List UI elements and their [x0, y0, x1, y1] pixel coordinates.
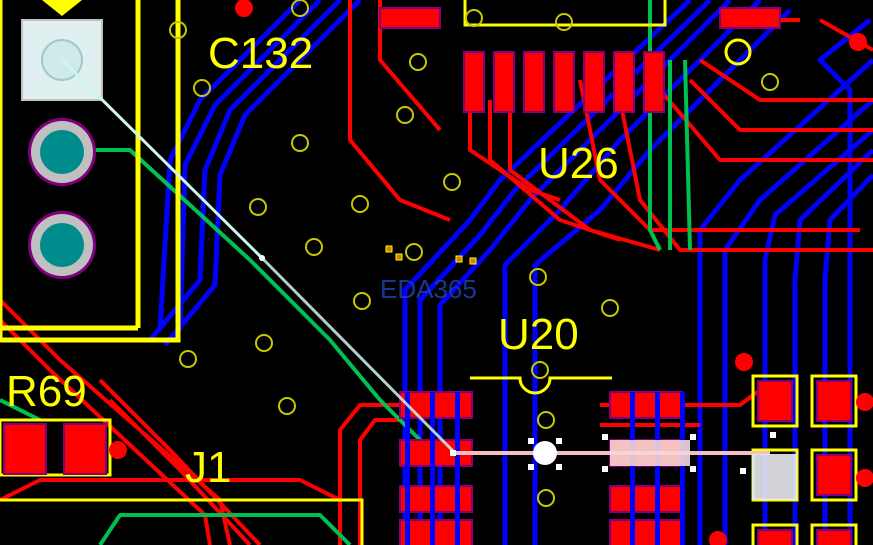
label-u26: U26 [538, 139, 619, 188]
label-j1: J1 [185, 443, 231, 492]
smd-pads [3, 7, 852, 545]
u26-pin1-marker [724, 38, 752, 66]
label-r69: R69 [6, 367, 87, 416]
label-u20: U20 [498, 310, 579, 359]
selection-overlay [60, 58, 797, 500]
vias [169, 0, 779, 507]
designator-labels: C132 U26 U20 R69 J1 [6, 29, 619, 492]
u20-outline [470, 376, 612, 395]
watermark-text: EDA365 [380, 274, 477, 304]
red-vias [109, 0, 873, 545]
triangle-marker-icon [42, 0, 82, 16]
c132-outline [0, 0, 181, 343]
j1-outline [0, 498, 364, 545]
tiny-markers [385, 245, 477, 265]
label-c132: C132 [208, 29, 313, 78]
u20-pad-stripes [405, 392, 685, 545]
via-icon [169, 21, 187, 39]
u26-outline [463, 0, 667, 27]
through-hole-pads [21, 19, 103, 279]
